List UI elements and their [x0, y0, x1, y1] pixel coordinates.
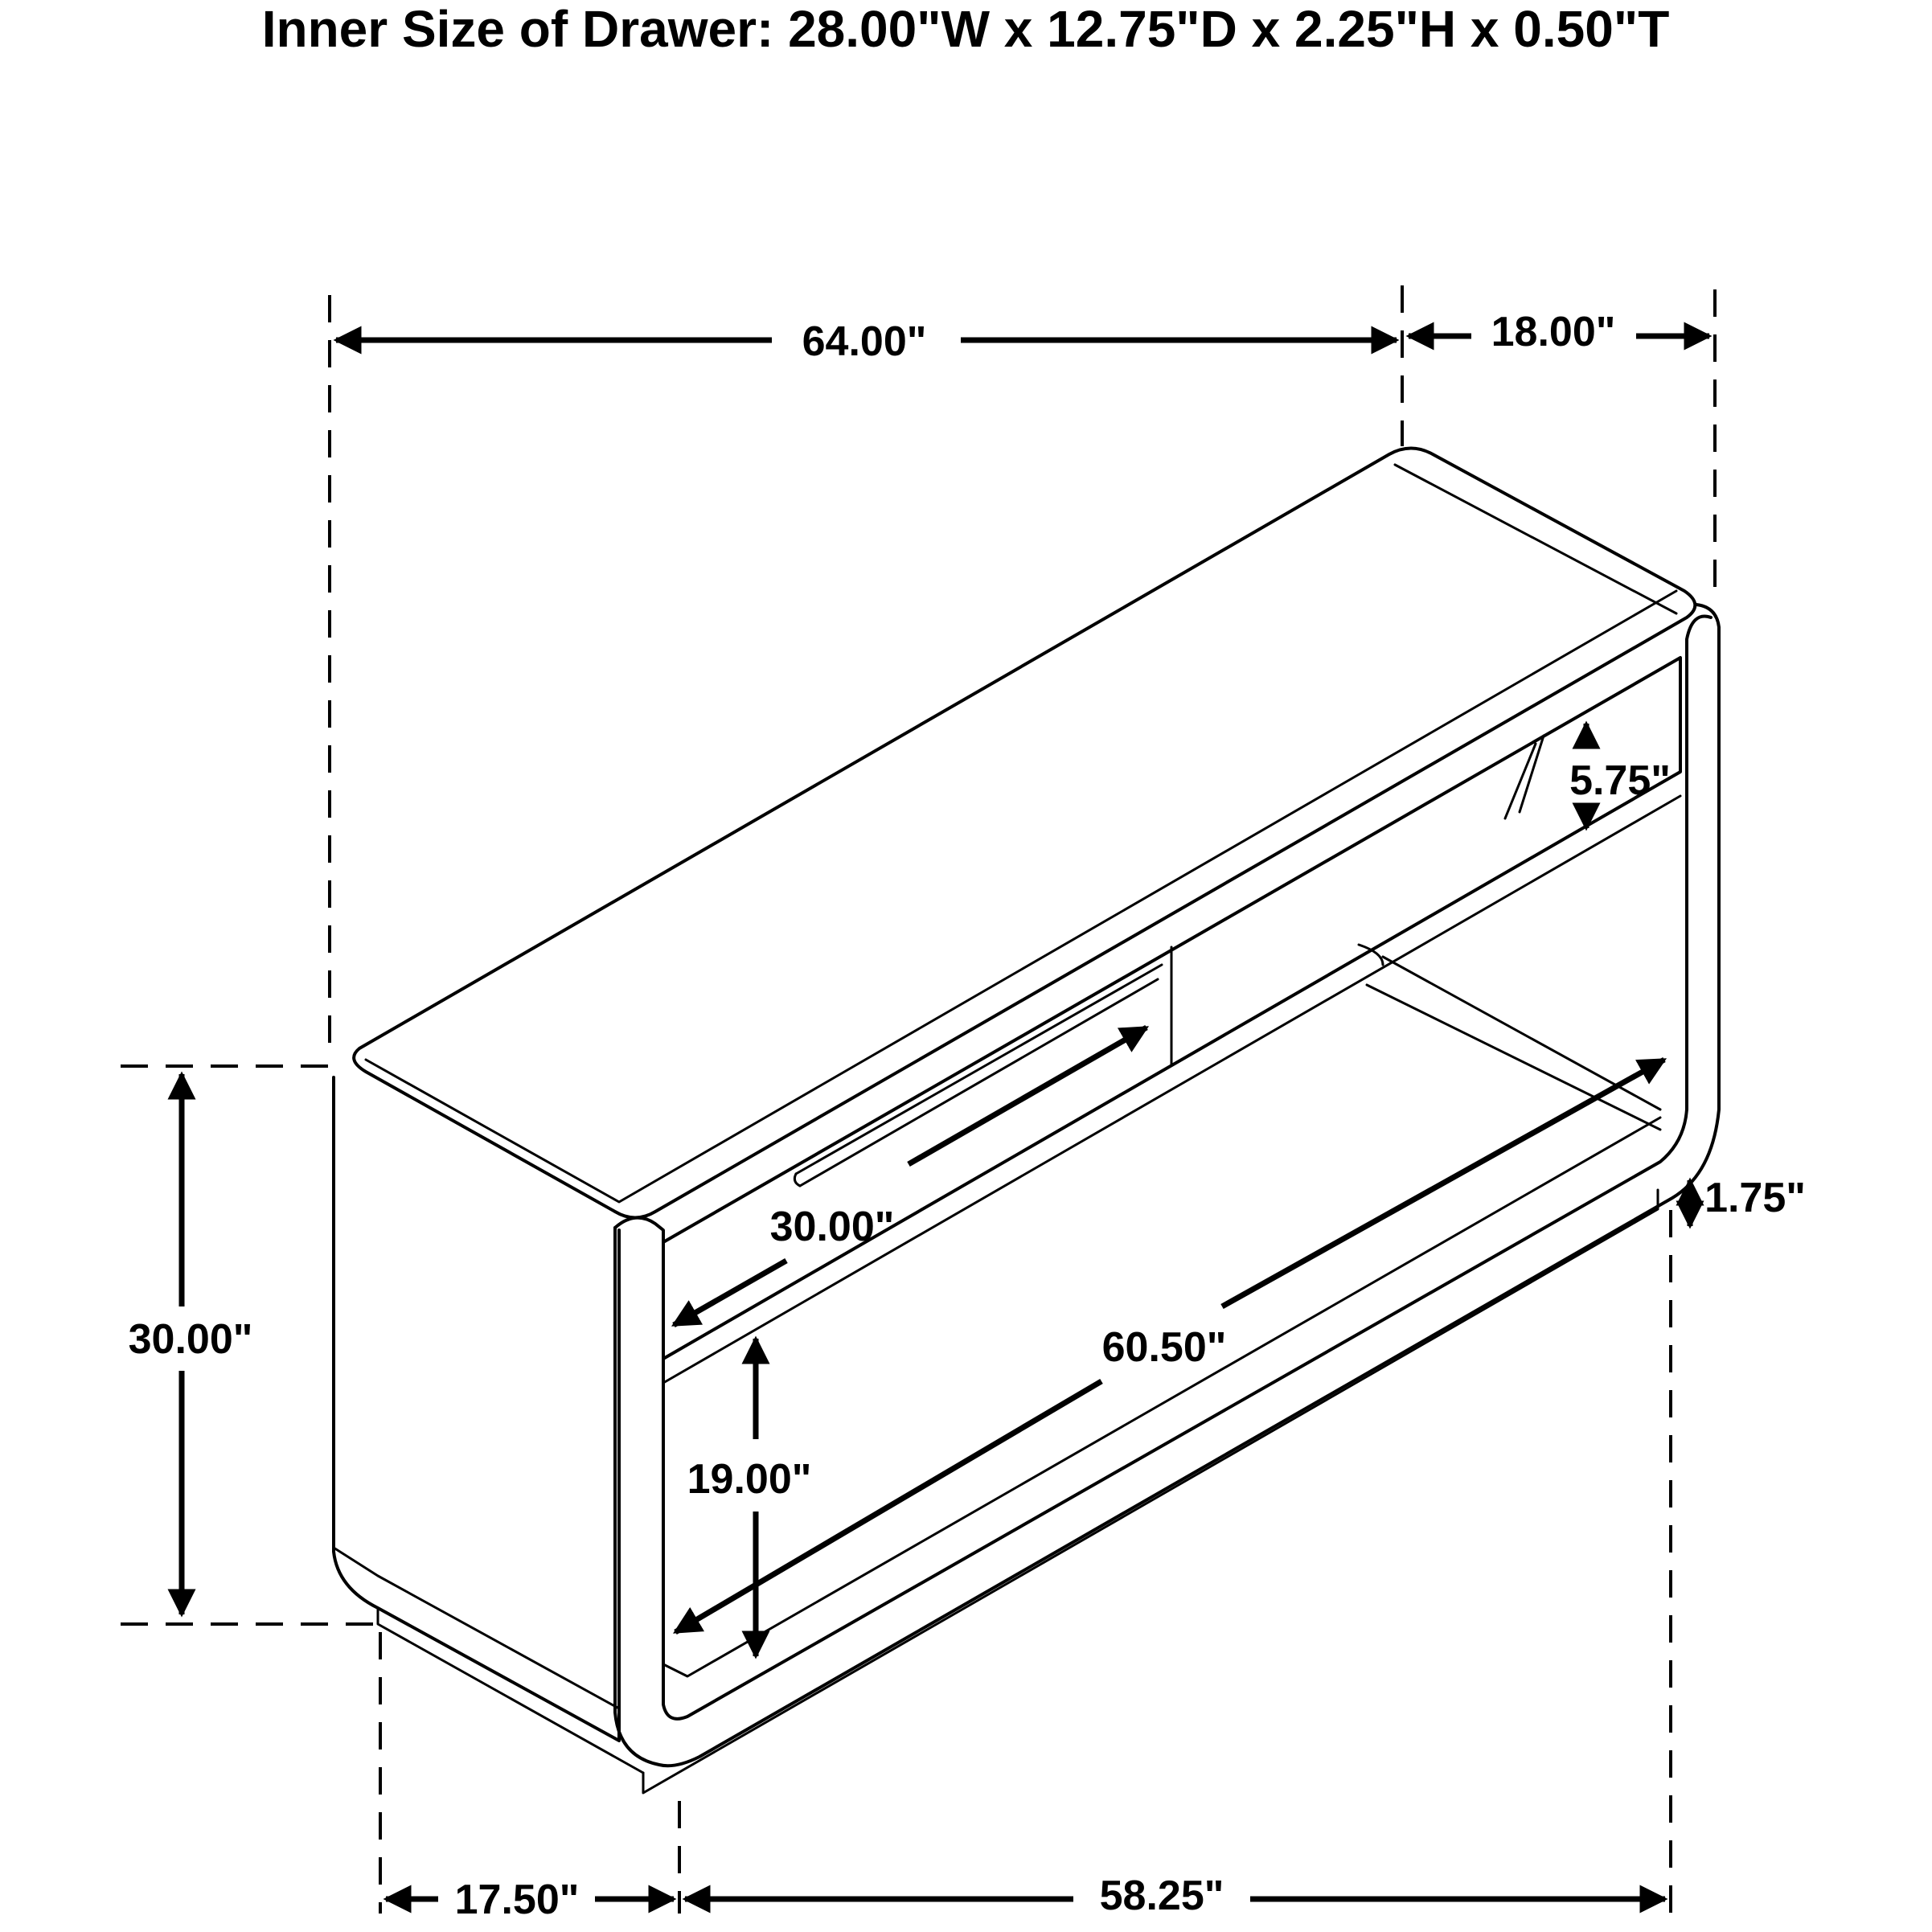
label-drawer-height: 5.75"	[1569, 757, 1671, 804]
right-drawer-pull	[1503, 734, 1545, 820]
label-shelf-width: 60.50"	[1102, 1324, 1227, 1371]
diagram-title: Inner Size of Drawer: 28.00"W x 12.75"D …	[262, 0, 1670, 58]
extension-lines	[121, 285, 1717, 1914]
lower-shelf	[662, 1116, 1662, 1678]
label-base-width: 58.25"	[1100, 1873, 1224, 1919]
label-shelf-clearance: 19.00"	[687, 1456, 812, 1503]
dimension-arrows	[167, 322, 1713, 1914]
label-base-depth: 17.50"	[455, 1877, 580, 1923]
label-drawer-width: 30.00"	[770, 1204, 895, 1250]
label-base-height: 1.75"	[1704, 1175, 1806, 1221]
label-overall-height: 30.00"	[129, 1316, 253, 1363]
drawer-front	[662, 656, 1682, 1360]
label-overall-width: 64.00"	[802, 318, 927, 365]
label-overall-depth: 18.00"	[1491, 309, 1616, 355]
table-top	[352, 446, 1697, 1220]
console-table-drawing	[332, 446, 1721, 1795]
left-drawer-pull	[793, 963, 1163, 1188]
dimension-labels: 64.00" 18.00" 30.00" 5.75" 30.00" 60.50"…	[129, 309, 1806, 1923]
front-left-leg	[613, 614, 1713, 1721]
